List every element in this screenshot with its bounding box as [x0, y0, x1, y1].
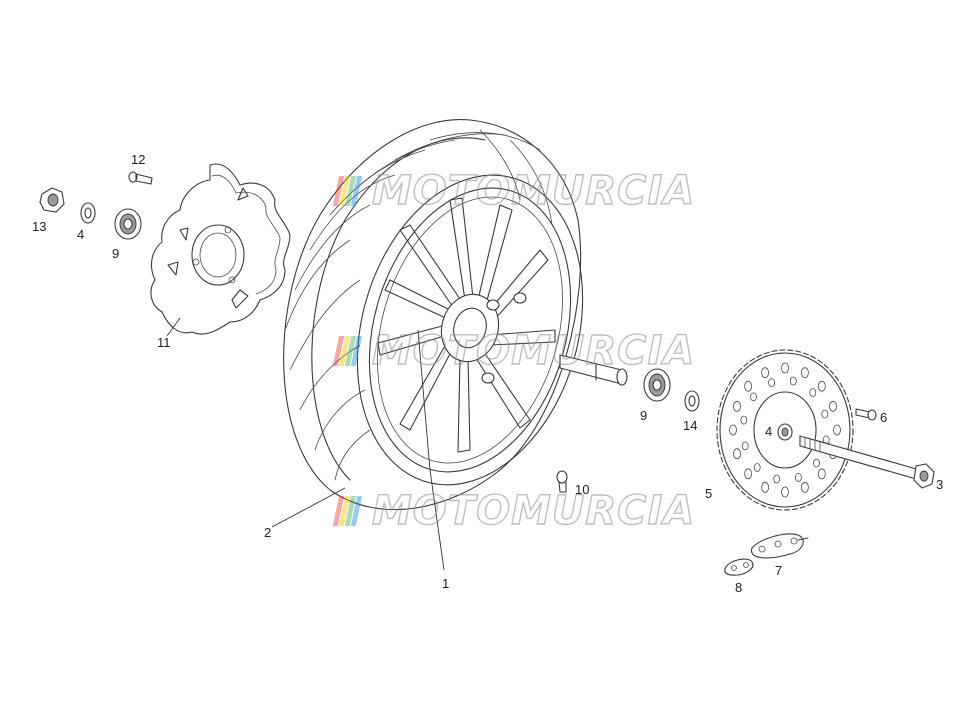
- callout-labels: 1 2 3 4 4 5 6 7 8 9 9 10 11 12 13 14: [32, 152, 943, 595]
- valve-10: [556, 470, 568, 493]
- bolt-12: [128, 171, 153, 185]
- washer-4-left: [80, 202, 96, 224]
- chain-link-7: [751, 533, 809, 559]
- callout-12: 12: [131, 152, 145, 167]
- callout-10: 10: [575, 482, 589, 497]
- watermark-bottom: MOTOMURCIA: [332, 487, 695, 535]
- bearing-9-right: [643, 368, 671, 402]
- bolt-6: [855, 408, 877, 421]
- callout-1: 1: [442, 576, 449, 591]
- callout-6: 6: [880, 410, 887, 425]
- watermark-logo-icon: [332, 496, 363, 526]
- watermark-logo-icon: [332, 176, 363, 206]
- watermark-top: MOTOMURCIA: [332, 167, 695, 215]
- nut-13: [39, 187, 65, 213]
- callout-9a: 9: [112, 246, 119, 261]
- watermark-middle: MOTOMURCIA: [332, 327, 695, 375]
- washer-14: [684, 390, 700, 412]
- watermark-text-bottom: MOTOMURCIA: [372, 488, 695, 534]
- rear-sprocket: [716, 349, 854, 511]
- bearing-9-left: [114, 208, 142, 240]
- callout-13: 13: [32, 219, 46, 234]
- callout-8: 8: [735, 580, 742, 595]
- spacer: [559, 354, 628, 386]
- watermark-text-middle: MOTOMURCIA: [372, 328, 695, 374]
- callout-3: 3: [936, 477, 943, 492]
- brake-disc: [150, 163, 291, 335]
- rear-axle: [799, 435, 935, 489]
- rear-tire: [283, 118, 582, 511]
- callout-4b: 4: [765, 424, 772, 439]
- callout-9b: 9: [640, 408, 647, 423]
- callout-4a: 4: [77, 227, 84, 242]
- watermark-text-top: MOTOMURCIA: [372, 168, 695, 214]
- callout-14: 14: [683, 418, 697, 433]
- callout-11: 11: [157, 335, 171, 350]
- leader-lines: [166, 317, 445, 571]
- callout-2: 2: [264, 525, 271, 540]
- callout-7: 7: [775, 563, 782, 578]
- watermark-logo-icon: [332, 336, 363, 366]
- callout-5: 5: [705, 486, 712, 501]
- chain-link-8: [724, 558, 754, 576]
